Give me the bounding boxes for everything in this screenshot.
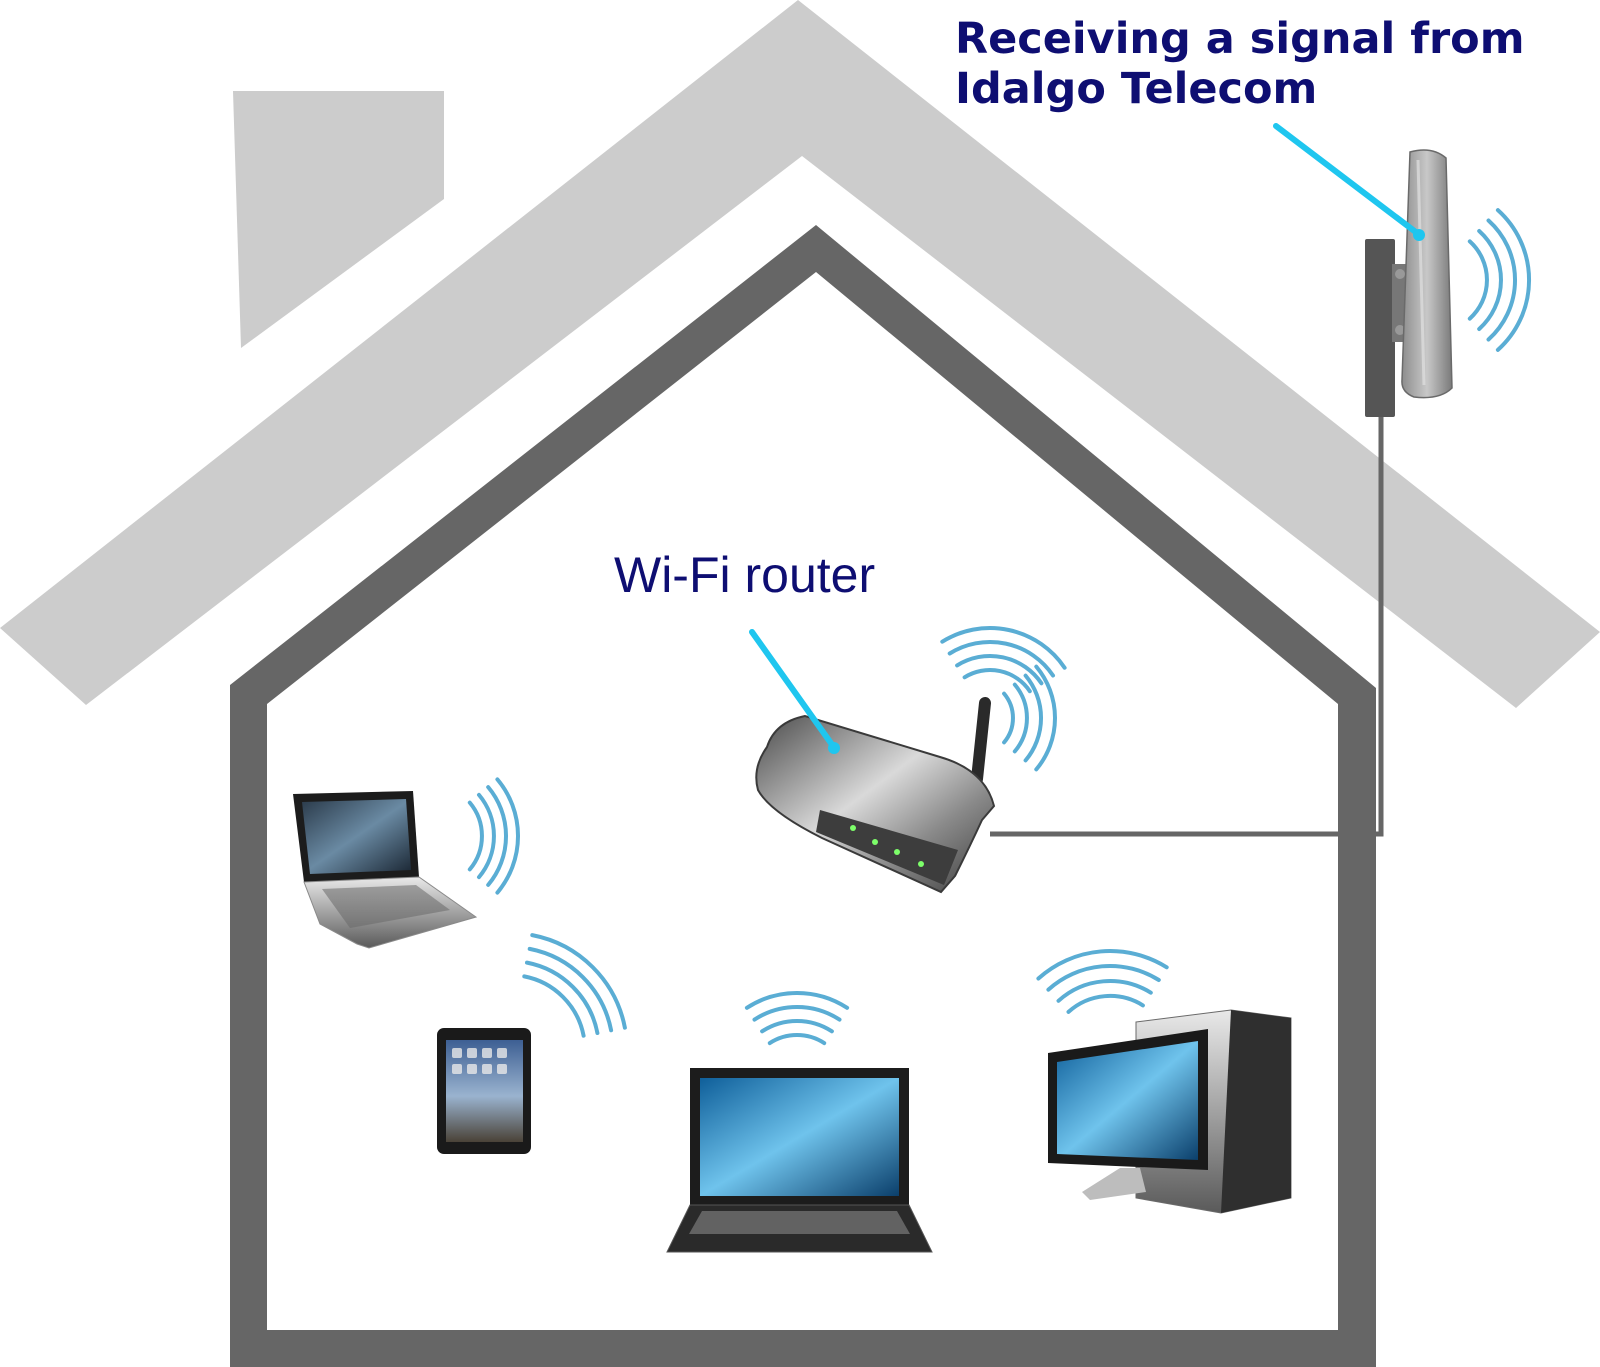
antenna-label-line-1: Receiving a signal from — [955, 14, 1525, 64]
pc-monitor-screen — [1057, 1041, 1198, 1160]
router-led — [850, 825, 856, 831]
antenna-callout-line — [1273, 123, 1420, 236]
wifi-wave-arc — [495, 777, 521, 895]
laptop-keyboard — [689, 1211, 910, 1234]
antenna-bolt — [1395, 269, 1405, 279]
netbook-keyboard — [322, 885, 450, 928]
laptop — [666, 1068, 933, 1253]
wifi-wave-arc — [1002, 691, 1015, 745]
pc-waves — [1036, 949, 1169, 1014]
outdoor-antenna-icon — [1401, 149, 1453, 399]
wifi-router — [755, 697, 996, 894]
wifi-wave-arc — [1066, 993, 1145, 1014]
pc-monitor-stand — [1082, 1168, 1146, 1200]
router-icon — [755, 714, 996, 894]
router-label: Wi-Fi router — [614, 547, 876, 603]
router-waves-2 — [1002, 664, 1057, 772]
router-led — [872, 839, 878, 845]
netbook-waves — [467, 777, 521, 895]
wifi-wave-arc — [1486, 218, 1517, 342]
wifi-wave-arc — [947, 639, 1055, 678]
antenna-bolt — [1395, 325, 1405, 335]
antenna-label: Receiving a signal from Idalgo Telecom — [955, 14, 1595, 114]
wifi-waves — [467, 208, 1532, 1046]
house-roof — [0, 0, 1600, 708]
wifi-wave-arc — [744, 990, 850, 1010]
wifi-wave-arc — [486, 785, 508, 887]
laptop-waves — [744, 990, 850, 1046]
router-callout-dot — [828, 742, 840, 754]
netbook — [293, 791, 478, 949]
wifi-wave-arc — [1012, 682, 1029, 754]
wifi-wave-arc — [530, 933, 627, 1030]
wifi-wave-arc — [1046, 964, 1161, 992]
wifi-wave-arc — [527, 946, 614, 1033]
wifi-wave-arc — [1056, 979, 1153, 1003]
wifi-wave-arc — [477, 792, 496, 880]
callout-lines — [749, 123, 1425, 754]
wifi-wave-arc — [1034, 664, 1057, 772]
antenna-highlight — [1416, 159, 1426, 386]
router-led — [894, 849, 900, 855]
cable — [990, 410, 1384, 837]
wifi-wave-arc — [767, 1033, 827, 1046]
wifi-wave-arc — [522, 974, 586, 1038]
roof-chevron — [0, 0, 1600, 708]
laptop-screen — [700, 1078, 899, 1196]
router-antenna — [971, 697, 991, 785]
router-waves-1 — [940, 626, 1067, 694]
wifi-wave-arc — [962, 668, 1032, 694]
antenna-waves — [1467, 208, 1532, 352]
antenna-mast — [1365, 239, 1395, 417]
antenna-label-line-2: Idalgo Telecom — [955, 64, 1318, 114]
router-callout-line — [749, 629, 836, 749]
outdoor-antenna — [1365, 149, 1453, 417]
router-led — [918, 861, 924, 867]
desktop-pc — [1048, 1009, 1292, 1214]
cable-antenna-to-router — [990, 410, 1384, 837]
netbook-screen — [302, 799, 411, 874]
wifi-wave-arc — [1036, 949, 1169, 981]
wifi-wave-arc — [525, 960, 600, 1035]
wifi-wave-arc — [752, 1005, 842, 1022]
wifi-wave-arc — [760, 1018, 834, 1034]
wifi-wave-arc — [467, 800, 484, 872]
tablet-waves — [522, 933, 627, 1038]
pc-tower-front — [1221, 1010, 1291, 1213]
wifi-wave-arc — [1023, 673, 1044, 763]
chimney — [233, 91, 444, 348]
wifi-wave-arc — [1467, 239, 1489, 321]
tablet-app-icons — [452, 1048, 507, 1074]
wifi-wave-arc — [1477, 229, 1503, 331]
antenna-callout-dot — [1413, 229, 1425, 241]
wifi-wave-arc — [940, 626, 1067, 670]
wifi-wave-arc — [1495, 208, 1532, 352]
wifi-wave-arc — [955, 654, 1044, 686]
tablet — [437, 1028, 531, 1154]
